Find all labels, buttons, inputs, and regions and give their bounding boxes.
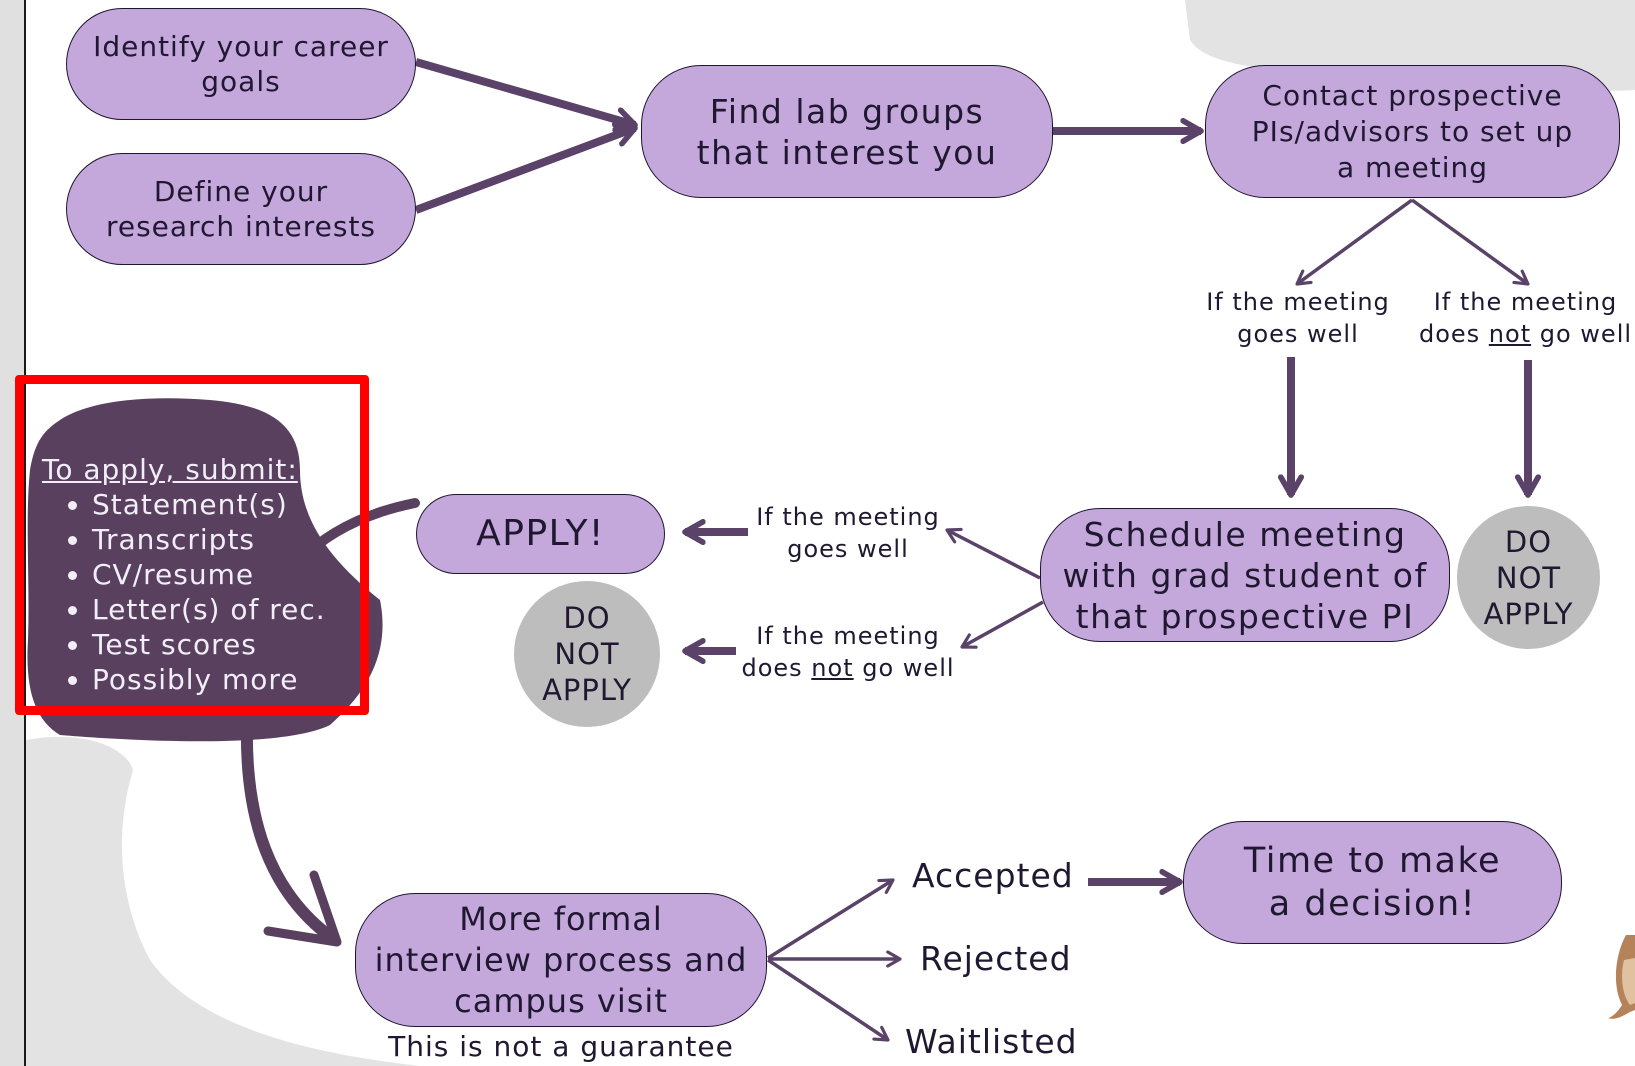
apply-blob: [27, 398, 383, 742]
node-contact-prospective-pis: Contact prospective PIs/advisors to set …: [1205, 65, 1620, 198]
list-item: Letter(s) of rec.: [92, 592, 326, 627]
label-goes-well: goes well: [1237, 320, 1359, 348]
node-identify-career-goals: Identify your career goals: [66, 8, 416, 120]
label-go-well: go well: [862, 654, 955, 682]
note-not-guarantee: This is not a guarantee: [388, 1030, 734, 1063]
list-item: Test scores: [92, 627, 326, 662]
outcome-accepted: Accepted: [912, 856, 1074, 895]
squirrel-decoration: [1608, 935, 1635, 1019]
outcome-waitlisted: Waitlisted: [905, 1022, 1078, 1061]
node-do-not-apply-right: DO NOT APPLY: [1457, 506, 1600, 649]
apply-requirements-title: To apply, submit:: [42, 453, 298, 486]
list-item: Possibly more: [92, 662, 326, 697]
arrow-to-accepted: [767, 878, 895, 960]
arrow-to-waitlisted: [767, 958, 890, 1042]
node-find-lab-groups: Find lab groups that interest you: [641, 65, 1053, 198]
label-schedule-not-go-well: If the meeting does not go well: [738, 620, 958, 684]
outcome-rejected: Rejected: [920, 939, 1072, 978]
apply-requirements-list: Statement(s) Transcripts CV/resume Lette…: [42, 487, 326, 697]
label-does: does: [741, 654, 803, 682]
label-contact-not-go-well: If the meeting does not go well: [1418, 286, 1633, 350]
highlight-box: [15, 375, 369, 715]
list-item: Transcripts: [92, 522, 326, 557]
list-item: CV/resume: [92, 557, 326, 592]
label-go-well: go well: [1539, 320, 1633, 348]
label-does: does: [1418, 320, 1481, 348]
arrow-contact-branch-left: [1295, 198, 1414, 286]
arrow-contact-branch-right: [1410, 198, 1530, 286]
arrow-schedule-branch-up: [945, 527, 1041, 580]
node-interview-campus-visit: More formal interview process and campus…: [355, 893, 767, 1027]
label-contact-goes-well: If the meeting goes well: [1193, 286, 1403, 350]
label-not-underlined: not: [811, 654, 854, 682]
arrow-blob-to-interview-head: [263, 870, 342, 947]
left-border-line: [24, 0, 26, 1066]
label-goes-well: goes well: [787, 535, 909, 563]
node-apply: APPLY!: [416, 494, 665, 574]
label-if-the-meeting: If the meeting: [1433, 288, 1618, 316]
node-do-not-apply-middle: DO NOT APPLY: [514, 581, 660, 727]
arrow-research-to-find: [414, 128, 635, 214]
arrow-schedule-branch-down: [960, 600, 1044, 649]
label-if-the-meeting: If the meeting: [756, 503, 940, 531]
label-not-underlined: not: [1488, 320, 1532, 348]
list-item: Statement(s): [92, 487, 326, 522]
label-if-the-meeting: If the meeting: [756, 622, 940, 650]
label-schedule-goes-well: If the meeting goes well: [748, 501, 948, 565]
blob-to-apply-curve: [295, 498, 420, 565]
apply-requirements: To apply, submit: Statement(s) Transcrip…: [42, 452, 326, 697]
bg-shape-bottom-left: [26, 736, 420, 1066]
node-time-to-make-decision: Time to make a decision!: [1183, 821, 1562, 944]
node-define-research-interests: Define your research interests: [66, 153, 416, 265]
label-if-the-meeting: If the meeting: [1206, 288, 1390, 316]
arrow-career-to-find: [414, 58, 635, 125]
node-schedule-meeting: Schedule meeting with grad student of th…: [1040, 508, 1450, 642]
arrow-blob-to-interview: [240, 719, 334, 941]
